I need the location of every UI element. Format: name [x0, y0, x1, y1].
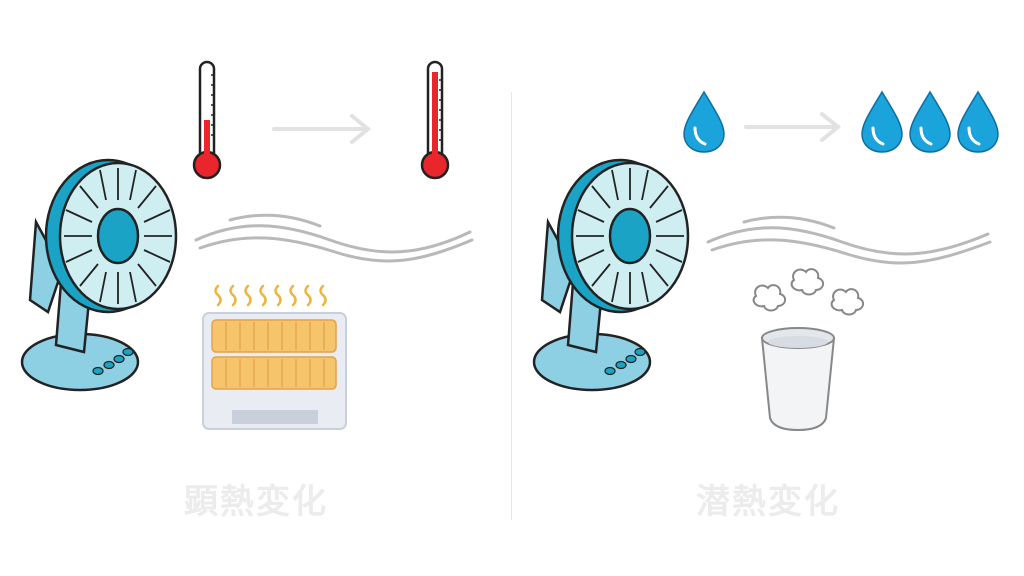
latent-heat-illustration — [532, 90, 999, 432]
panel-divider — [511, 92, 512, 520]
heat-waves-icon — [214, 284, 327, 307]
electric-fan-icon — [532, 158, 690, 392]
thermometer-high-icon — [420, 60, 450, 180]
sensible-heat-panel: 顕熱変化 — [20, 60, 474, 522]
thermometer-low-icon — [192, 60, 222, 180]
arrow-right-icon — [744, 112, 842, 142]
sensible-heat-caption: 顕熱変化 — [184, 482, 328, 522]
wind-lines — [194, 213, 474, 263]
steam-icon — [752, 268, 864, 316]
heater-icon — [202, 284, 347, 430]
three-water-drops-icon — [861, 90, 999, 153]
latent-heat-caption: 潜熱変化 — [696, 482, 840, 522]
arrow-right-icon — [272, 114, 372, 144]
water-drop-icon — [683, 90, 725, 153]
latent-heat-panel: 潜熱変化 — [512, 0, 1024, 576]
sensible-heat-illustration — [20, 60, 474, 430]
cup-of-water-icon — [760, 327, 836, 432]
wind-lines — [706, 215, 992, 265]
electric-fan-icon — [20, 158, 178, 392]
